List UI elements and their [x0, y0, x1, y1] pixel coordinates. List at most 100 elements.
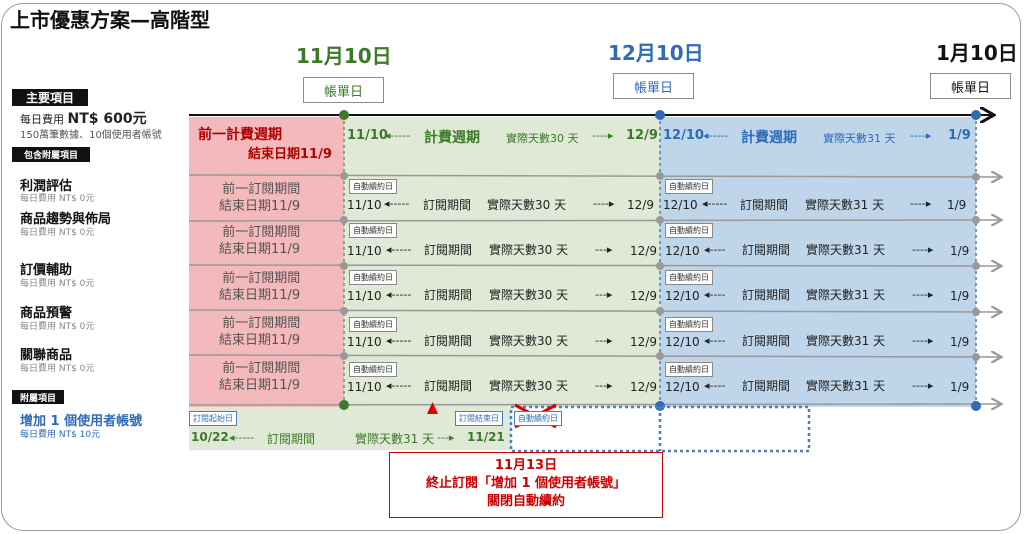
- callout-action: 終止訂閱「增加 1 個使用者帳號」: [425, 476, 627, 491]
- callout-result: 關閉自動續約: [486, 494, 565, 509]
- item-fee-alert: 每日費用 NT$ 0元: [20, 322, 95, 332]
- prev-sub-end: 結束日期11/9: [219, 242, 301, 257]
- addon-days: 實際天數31 天: [355, 432, 435, 446]
- addon-period-label: 訂閱期間: [267, 432, 316, 446]
- prev-sub-end: 結束日期11/9: [219, 288, 301, 303]
- green-cycle-start: 11/10: [347, 128, 388, 143]
- blue-sub-end: 1/9: [947, 198, 967, 212]
- green-sub-label: 訂閱期間: [424, 334, 473, 348]
- blue-cycle-arrow-right: ----▸: [910, 129, 932, 142]
- auto-renew-tag: 自動續約日: [349, 270, 397, 285]
- prev-sub-title: 前一訂閱期間: [222, 361, 301, 376]
- blue-sub-label: 訂閱期間: [742, 379, 791, 393]
- item-name-related: 關聯商品: [20, 348, 73, 363]
- main-item-badge: 主要項目: [12, 89, 88, 106]
- billing-day-box-2: 帳單日: [613, 73, 694, 99]
- date-header-nov10: 11月10日: [296, 44, 392, 68]
- blue-cycle-label: 計費週期: [741, 130, 797, 146]
- auto-renew-tag: 自動續約日: [349, 317, 397, 332]
- blue-sub-end: 1/9: [950, 335, 970, 349]
- green-sub-label: 訂閱期間: [424, 379, 473, 393]
- subscription-start-tag: 訂閱起始日: [189, 411, 237, 426]
- blue-sub-end: 1/9: [950, 289, 970, 303]
- green-cycle-label: 計費週期: [424, 130, 480, 146]
- cancelled-auto-renew-tag: 自動續約日: [514, 411, 562, 426]
- auto-renew-tag: 自動續約日: [665, 223, 713, 238]
- green-cycle-arrow-left: ◂-----: [385, 129, 411, 142]
- prev-sub-title: 前一訂閱期間: [222, 316, 301, 331]
- green-sub-arrow-left: ◂-----: [386, 288, 412, 301]
- main-fee-value: NT$ 600元: [67, 111, 147, 127]
- blue-sub-start: 12/10: [665, 289, 700, 303]
- auto-renew-tag: 自動續約日: [349, 179, 397, 194]
- green-sub-arrow-left: ◂-----: [386, 334, 412, 347]
- previous-cycle-zone: [189, 117, 344, 407]
- billing-day-box-1: 帳單日: [303, 77, 384, 103]
- sub-row: 前一訂閱期間 結束日期11/9 自動續約日 自動續約日 11/10 ◂-----…: [0, 178, 1027, 222]
- green-sub-arrow-right: ---▸: [595, 334, 613, 347]
- green-sub-label: 訂閱期間: [424, 288, 473, 302]
- green-sub-arrow-left: ◂-----: [384, 197, 410, 210]
- blue-sub-arrow-right: ----▸: [912, 379, 934, 392]
- green-sub-start: 11/10: [347, 289, 382, 303]
- sub-row: 前一訂閱期間 結束日期11/9 自動續約日 自動續約日 11/10 ◂-----…: [0, 313, 1027, 357]
- green-cycle-arrow-right: ----▸: [592, 129, 614, 142]
- addon-start-date: 10/22: [191, 430, 229, 444]
- blue-sub-days: 實際天數31 天: [806, 334, 886, 348]
- blue-sub-end: 1/9: [950, 380, 970, 394]
- item-fee-profit: 每日費用 NT$ 0元: [20, 194, 95, 204]
- blue-sub-arrow-right: ----▸: [912, 288, 934, 301]
- green-cycle-end: 12/9: [626, 128, 658, 143]
- prev-sub-title: 前一訂閱期間: [222, 271, 301, 286]
- auto-renew-tag: 自動續約日: [665, 179, 713, 194]
- addon-arrow-left: ◂-----: [229, 431, 255, 444]
- subscription-end-tag: 訂閱結束日: [455, 411, 503, 426]
- blue-sub-end: 1/9: [950, 244, 970, 258]
- green-sub-days: 實際天數30 天: [489, 379, 569, 393]
- green-sub-start: 11/10: [347, 198, 382, 212]
- addon-fee: 每日費用 NT$ 10元: [20, 430, 101, 440]
- prev-sub-title: 前一訂閱期間: [222, 182, 301, 197]
- slide-frame: [1, 3, 1021, 531]
- sub-row: 前一訂閱期間 結束日期11/9 自動續約日 自動續約日 11/10 ◂-----…: [0, 223, 1027, 267]
- green-cycle-days: 實際天數30 天: [506, 132, 579, 145]
- blue-sub-days: 實際天數31 天: [806, 288, 886, 302]
- main-desc: 150萬筆數據、10個使用者帳號: [20, 130, 162, 141]
- blue-sub-arrow-right: ----▸: [910, 197, 932, 210]
- green-sub-start: 11/10: [347, 335, 382, 349]
- blue-sub-start: 12/10: [665, 380, 700, 394]
- blue-sub-start: 12/10: [665, 244, 700, 258]
- blue-sub-arrow-right: ----▸: [912, 243, 934, 256]
- date-header-jan10: 1月10日: [936, 41, 1018, 65]
- item-name-profit: 利潤評估: [20, 179, 73, 194]
- blue-cycle-start: 12/10: [663, 128, 704, 143]
- prev-billing-cycle-end: 結束日期11/9: [248, 147, 332, 162]
- green-sub-end: 12/9: [630, 244, 657, 258]
- green-sub-arrow-right: ---▸: [595, 243, 613, 256]
- prev-sub-title: 前一訂閱期間: [222, 225, 301, 240]
- blue-cycle-end: 1/9: [948, 128, 971, 143]
- green-sub-arrow-left: ◂-----: [386, 379, 412, 392]
- auto-renew-tag: 自動續約日: [665, 362, 713, 377]
- green-sub-days: 實際天數30 天: [489, 288, 569, 302]
- green-sub-label: 訂閱期間: [424, 243, 473, 257]
- green-sub-arrow-right: ---▸: [595, 288, 613, 301]
- blue-sub-days: 實際天數31 天: [806, 243, 886, 257]
- blue-sub-arrow-left: ◂----: [704, 288, 726, 301]
- item-fee-related: 每日費用 NT$ 0元: [20, 364, 95, 374]
- auto-renew-tag: 自動續約日: [349, 362, 397, 377]
- blue-sub-label: 訂閱期間: [742, 243, 791, 257]
- blue-sub-arrow-left: ◂----: [704, 334, 726, 347]
- green-sub-days: 實際天數30 天: [489, 243, 569, 257]
- prev-sub-end: 結束日期11/9: [219, 333, 301, 348]
- addon-name: 增加 1 個使用者帳號: [20, 414, 143, 429]
- page-title: 上市優惠方案—高階型: [10, 8, 210, 32]
- addon-item-badge: 附屬項目: [12, 390, 64, 404]
- cancellation-callout: 11月13日 終止訂閱「增加 1 個使用者帳號」 關閉自動續約: [389, 452, 663, 518]
- green-sub-end: 12/9: [630, 335, 657, 349]
- blue-sub-arrow-left: ◂----: [704, 379, 726, 392]
- green-sub-arrow-right: ----▸: [593, 197, 615, 210]
- green-sub-arrow-left: ◂-----: [386, 243, 412, 256]
- green-sub-end: 12/9: [630, 289, 657, 303]
